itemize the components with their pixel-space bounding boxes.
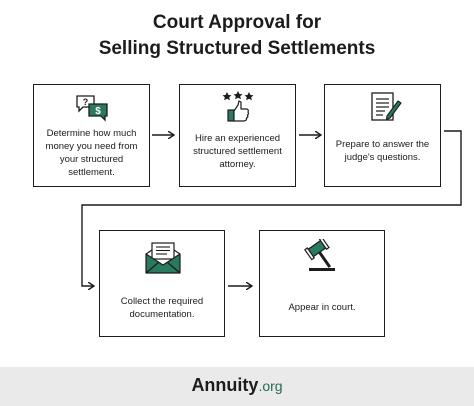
brand-name: Annuity <box>191 375 259 395</box>
step-box-5: Appear in court. <box>259 230 385 337</box>
step-box-2: Hire an experienced structured settlemen… <box>179 84 296 187</box>
svg-text:$: $ <box>95 106 101 117</box>
svg-text:?: ? <box>83 97 89 107</box>
title-line-1: Court Approval for <box>152 12 322 33</box>
step-box-3: Prepare to answer the judge's questions. <box>324 84 441 187</box>
footer-bar: Annuity.org <box>0 367 474 406</box>
thumbs-up-stars-icon <box>222 91 254 122</box>
brand-tld: .org <box>258 378 283 394</box>
step-3-text: Prepare to answer the judge's questions. <box>335 139 430 163</box>
step-4-text: Collect the required documentation. <box>120 296 204 320</box>
connector-step3-to-step4 <box>81 130 462 286</box>
step-2-text: Hire an experienced structured settlemen… <box>193 133 282 170</box>
step-box-4: Collect the required documentation. <box>99 230 225 337</box>
diagram-title: Court Approval for Selling Structured Se… <box>0 10 474 62</box>
step-1-text: Determine how much money you need from y… <box>45 128 138 178</box>
gavel-icon <box>304 239 335 271</box>
step-box-1: ? $ Determine how much money you need fr… <box>33 84 150 187</box>
document-pen-icon <box>371 92 402 121</box>
question-dollar-speech-bubbles-icon: ? $ <box>76 95 108 122</box>
title-line-2: Selling Structured Settlements <box>98 38 376 59</box>
step-5-text: Appear in court. <box>288 302 356 313</box>
brand-logo: Annuity.org <box>0 375 474 396</box>
envelope-letter-icon <box>145 242 181 274</box>
